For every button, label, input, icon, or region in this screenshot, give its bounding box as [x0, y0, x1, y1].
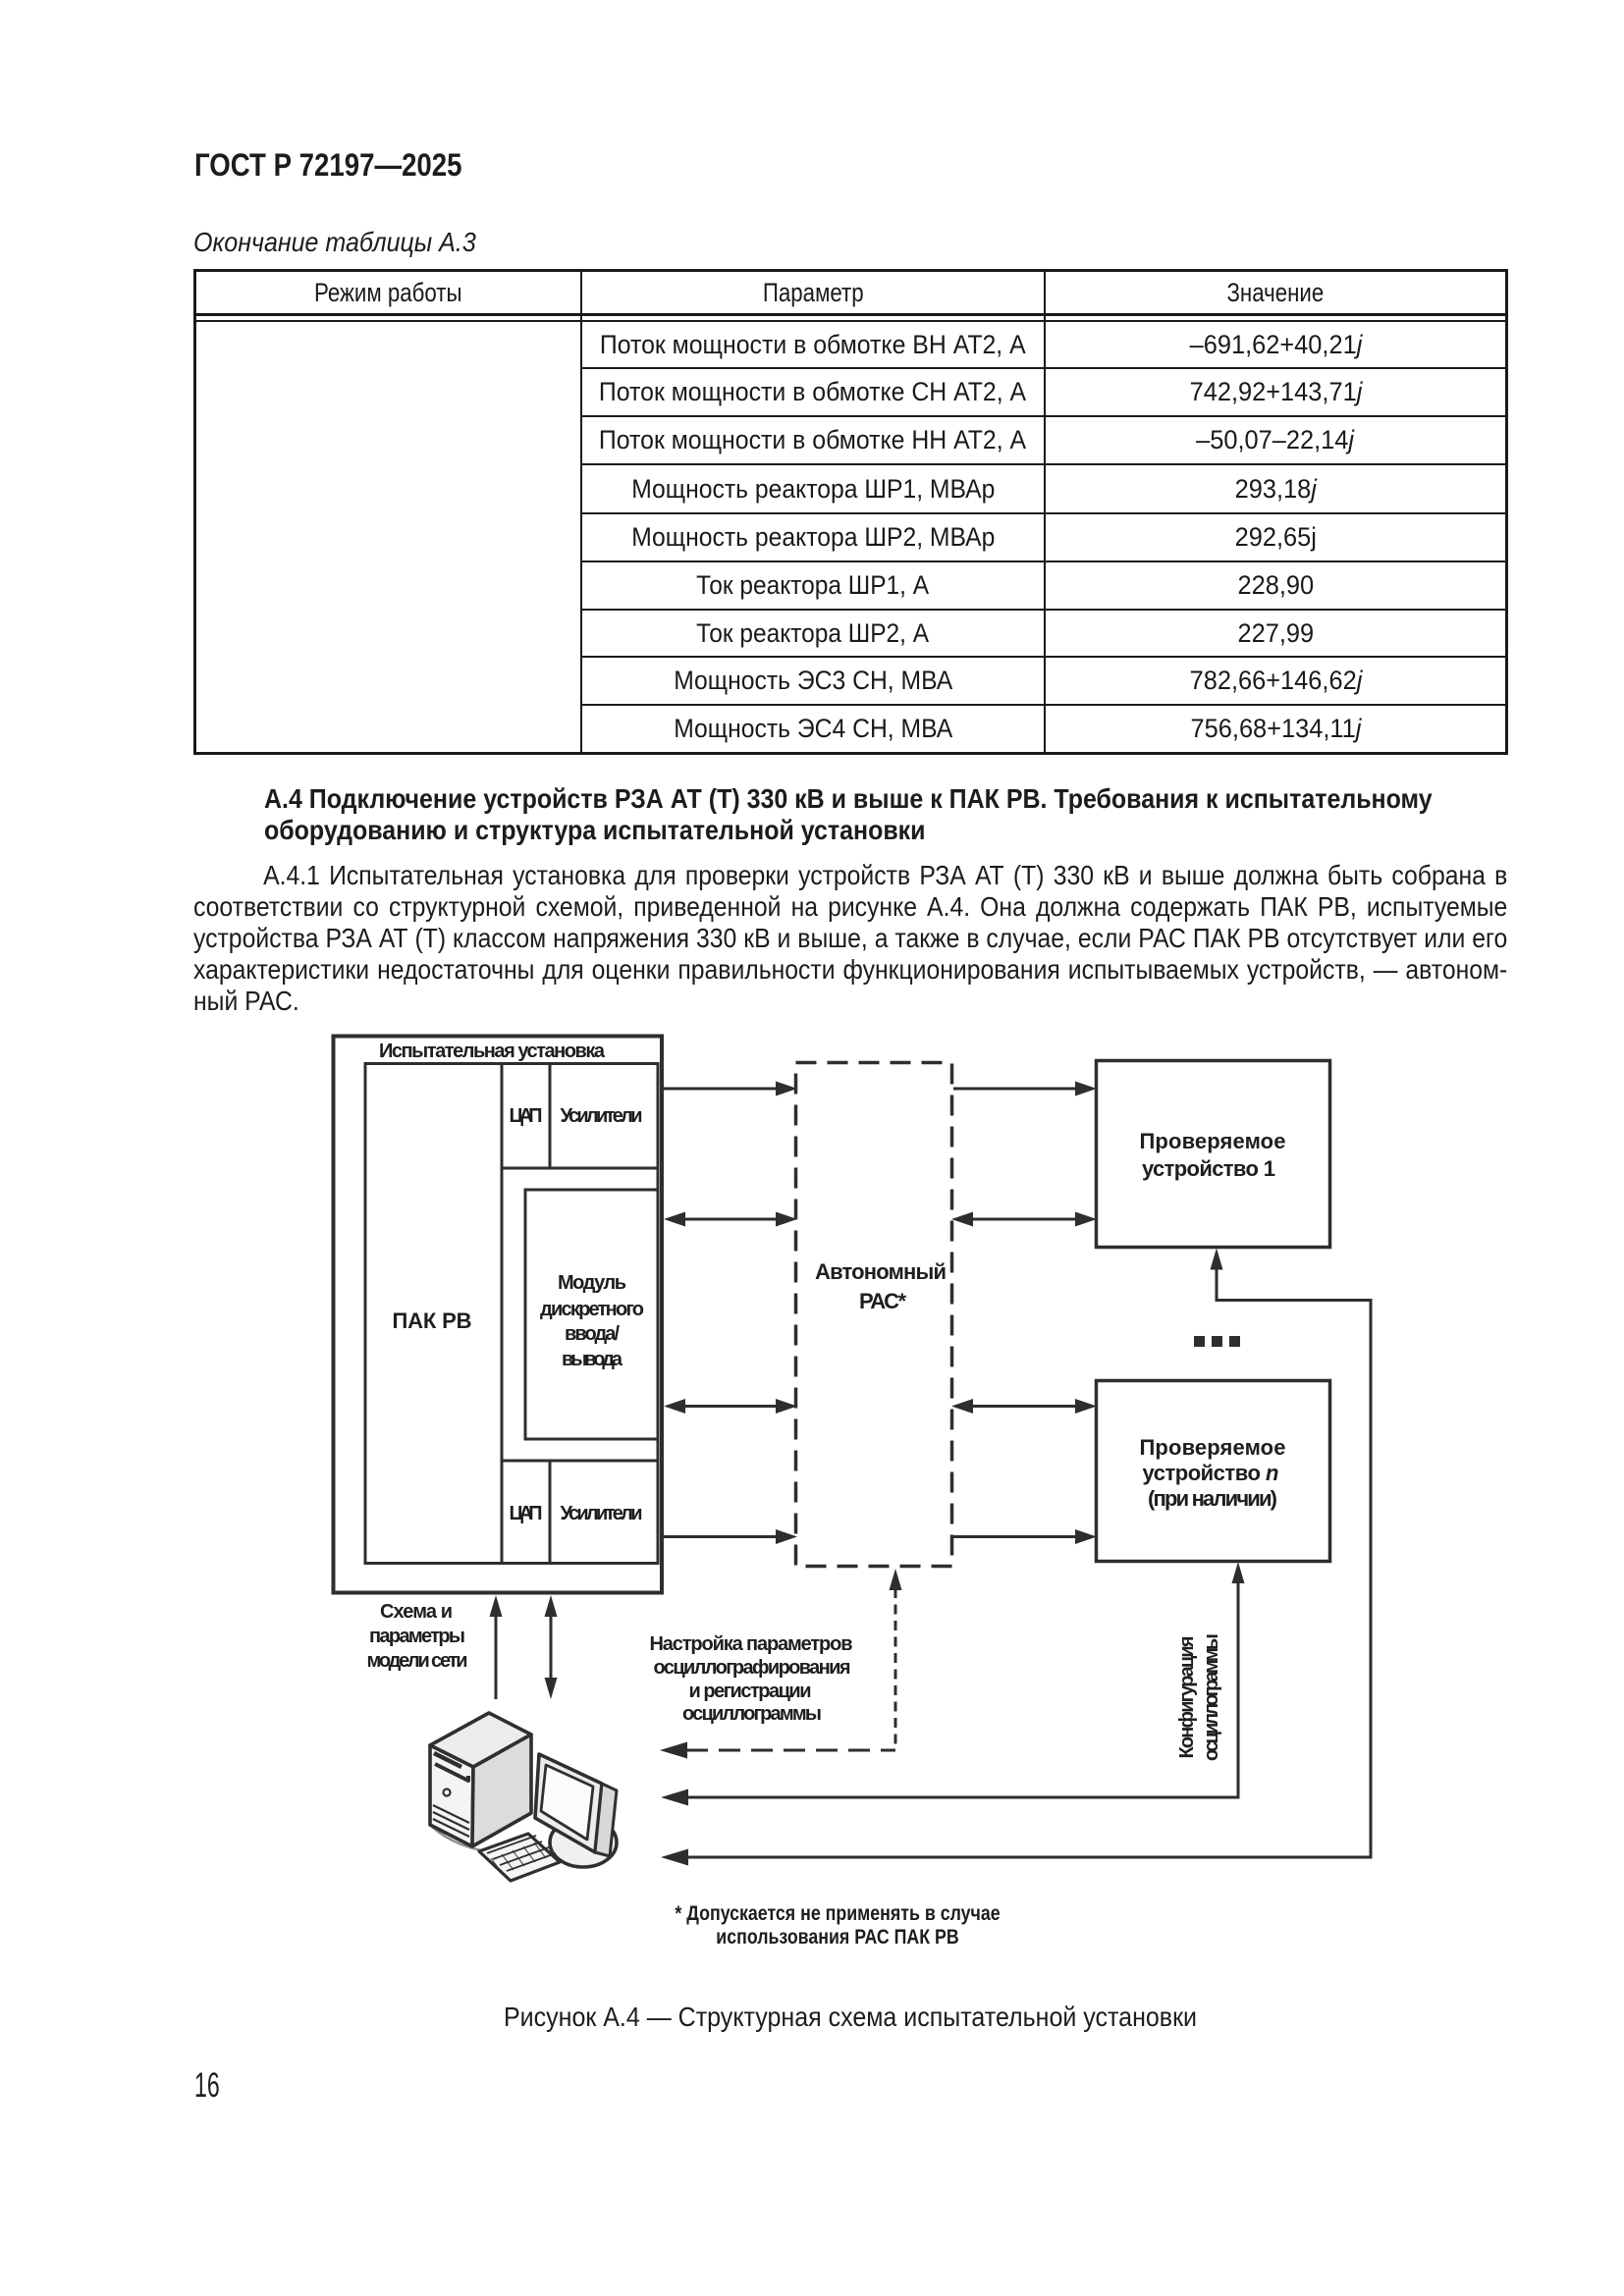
svg-text:Испытательная установка: Испытательная установка — [379, 1041, 606, 1062]
svg-text:устройство 1: устройство 1 — [1142, 1156, 1275, 1181]
svg-text:ввода/: ввода/ — [565, 1323, 620, 1345]
svg-text:и регистрации: и регистрации — [689, 1681, 812, 1702]
svg-text:осциллографирования: осциллографирования — [654, 1657, 851, 1679]
svg-text:Проверяемое: Проверяемое — [1140, 1435, 1286, 1460]
svg-text:Усилители: Усилители — [561, 1105, 643, 1127]
svg-text:Автономный: Автономный — [815, 1259, 947, 1284]
svg-text:ПАК РВ: ПАК РВ — [393, 1308, 472, 1333]
svg-text:Конфигурация: Конфигурация — [1176, 1636, 1198, 1759]
svg-text:РАС*: РАС* — [859, 1289, 906, 1313]
svg-text:модели сети: модели сети — [367, 1650, 468, 1672]
svg-text:ЦАП: ЦАП — [510, 1503, 543, 1524]
svg-text:вывода: вывода — [562, 1349, 623, 1370]
svg-text:устройство n: устройство n — [1143, 1461, 1279, 1485]
svg-text:дискретного: дискретного — [540, 1299, 644, 1320]
svg-text:параметры: параметры — [369, 1626, 465, 1647]
svg-text:осциллограммы: осциллограммы — [682, 1703, 822, 1725]
svg-text:Настройка параметров: Настройка параметров — [650, 1633, 853, 1655]
svg-text:Модуль: Модуль — [558, 1272, 626, 1294]
svg-text:ЦАП: ЦАП — [510, 1105, 543, 1127]
svg-text:Схема и: Схема и — [380, 1601, 453, 1623]
svg-text:(при наличии): (при наличии) — [1148, 1486, 1277, 1511]
svg-text:осциллограммы: осциллограммы — [1201, 1633, 1222, 1761]
svg-text:Проверяемое: Проверяемое — [1140, 1129, 1286, 1153]
svg-text:Усилители: Усилители — [561, 1503, 643, 1524]
